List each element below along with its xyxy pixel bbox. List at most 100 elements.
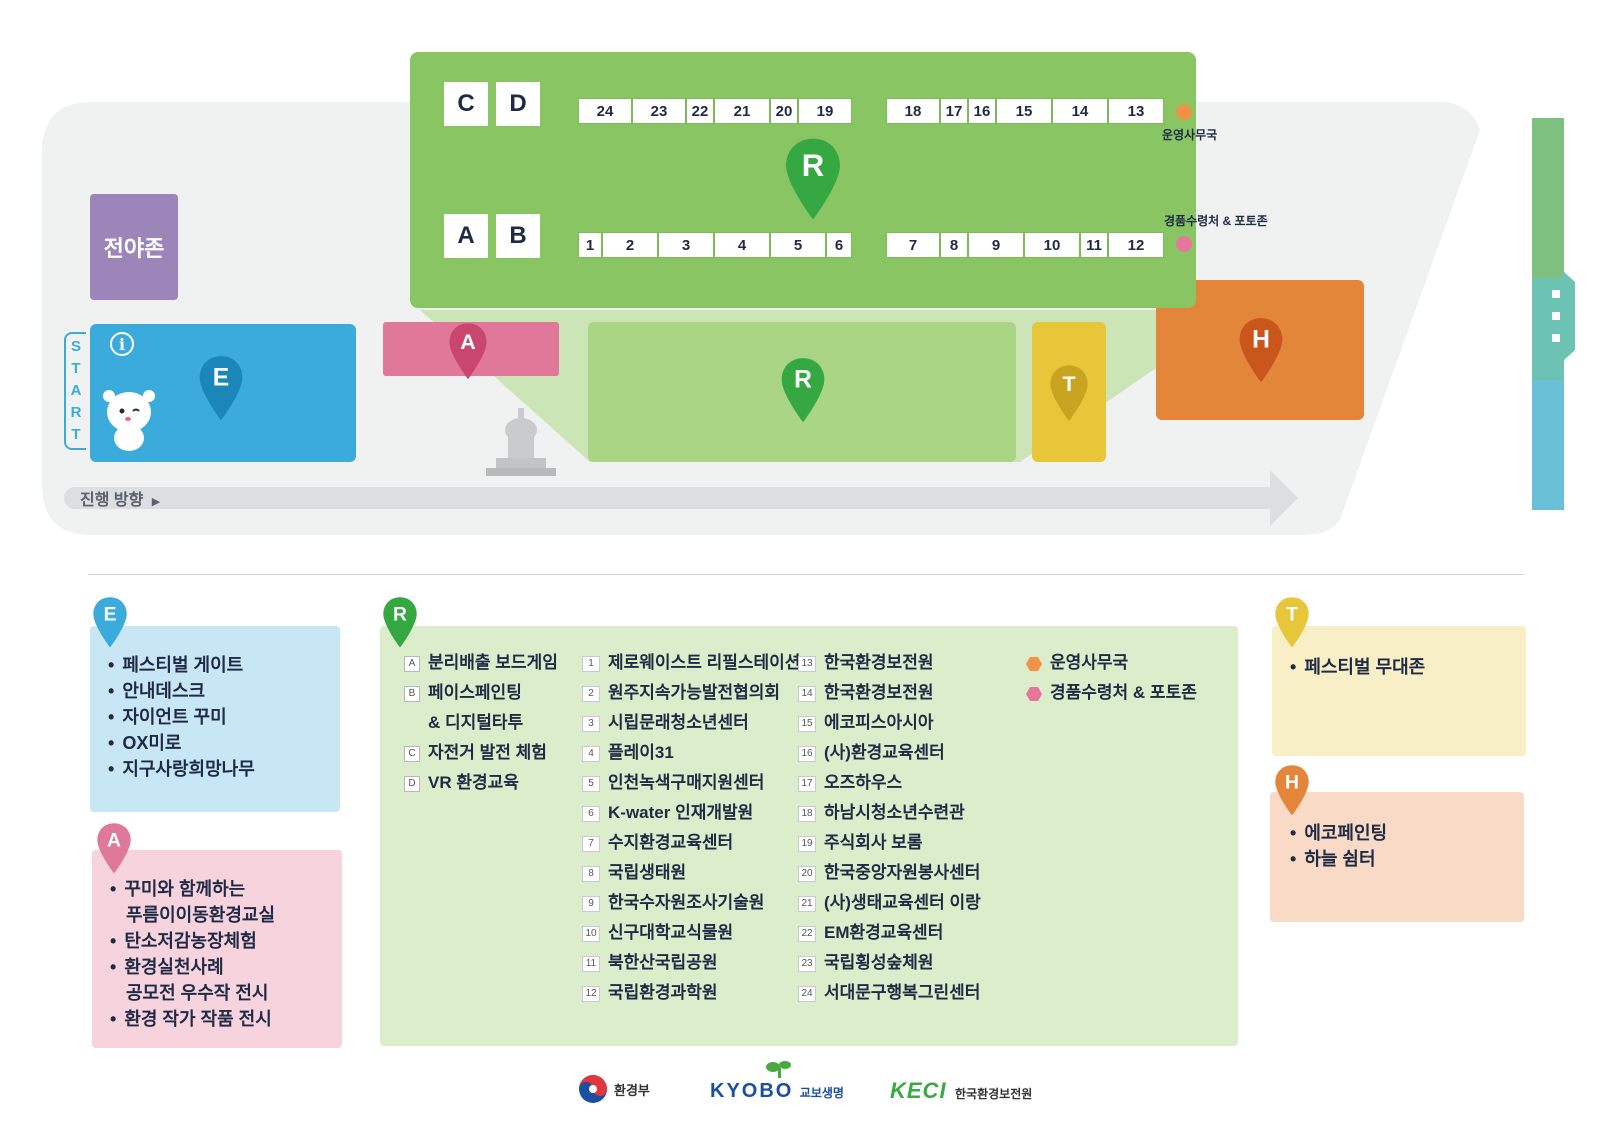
- booth-10[interactable]: 10: [1024, 232, 1080, 258]
- booth-5[interactable]: 5: [770, 232, 826, 258]
- legend-a-item-cont: 공모전 우수작 전시: [126, 983, 269, 1003]
- booth-16[interactable]: 16: [968, 98, 996, 124]
- logo-moe: 환경부: [578, 1074, 650, 1104]
- statue-icon: [486, 408, 556, 476]
- legend-pin-a-letter: A: [107, 830, 121, 851]
- number-badge: 7: [582, 835, 600, 852]
- legend-a-item: 탄소저감농장체험: [110, 928, 275, 954]
- booth-1[interactable]: 1: [578, 232, 602, 258]
- booth-11[interactable]: 11: [1080, 232, 1108, 258]
- pin-r-panel-letter: R: [802, 148, 824, 183]
- booth-4[interactable]: 4: [714, 232, 770, 258]
- legend-h-item: 하늘 쉼터: [1290, 846, 1387, 872]
- number-badge: 21: [798, 895, 816, 912]
- legend-r-num-text: 오즈하우스: [824, 773, 903, 792]
- number-badge: 15: [798, 715, 816, 732]
- legend-r-num-text: 국립횡성숲체원: [824, 953, 934, 972]
- booth-14[interactable]: 14: [1052, 98, 1108, 124]
- start-letter: A: [70, 382, 82, 399]
- pin-a[interactable]: A: [448, 322, 488, 382]
- booth-3[interactable]: 3: [658, 232, 714, 258]
- legend-h-list: 에코페인팅 하늘 쉼터: [1290, 820, 1387, 872]
- booth-2[interactable]: 2: [602, 232, 658, 258]
- number-badge: 8: [582, 865, 600, 882]
- legend-prize-item: 경품수령처 & 포토존: [1026, 678, 1197, 708]
- legend-r-num-text: 한국중앙자원봉사센터: [824, 863, 981, 882]
- number-badge: 9: [582, 895, 600, 912]
- booth-17[interactable]: 17: [940, 98, 968, 124]
- booth-18[interactable]: 18: [886, 98, 940, 124]
- number-badge: 4: [582, 745, 600, 762]
- legend-office-text: 운영사무국: [1050, 653, 1129, 672]
- booth-22[interactable]: 22: [686, 98, 714, 124]
- booth-c[interactable]: C: [444, 82, 488, 126]
- number-badge: 23: [798, 955, 816, 972]
- booth-19[interactable]: 19: [798, 98, 852, 124]
- pin-r-panel[interactable]: R: [784, 136, 842, 224]
- right-arrow-icon: ▶: [151, 496, 161, 508]
- legend-r-num-item: 23 국립횡성숲체원: [798, 948, 981, 978]
- number-badge: 1: [582, 655, 600, 672]
- legend-a-item-cont: 푸름이이동환경교실: [126, 905, 276, 925]
- booth-23[interactable]: 23: [632, 98, 686, 124]
- number-badge: 12: [582, 985, 600, 1002]
- booth-7[interactable]: 7: [886, 232, 940, 258]
- sprout-icon: [766, 1061, 791, 1078]
- legend-pin-h-letter: H: [1285, 772, 1299, 793]
- legend-r-lettered-item: C 자전거 발전 체험: [404, 738, 558, 768]
- legend-r-num-text: EM환경교육센터: [824, 923, 944, 942]
- legend-pin-a: A: [96, 822, 132, 876]
- legend-r-num-text: 서대문구행복그린센터: [824, 983, 981, 1002]
- logo-kyobo-sub: 교보생명: [799, 1086, 844, 1100]
- logo-keci-sub: 한국환경보전원: [955, 1087, 1033, 1101]
- booth-9[interactable]: 9: [968, 232, 1024, 258]
- booth-12[interactable]: 12: [1108, 232, 1164, 258]
- footer-logos: 환경부 KYOBO 교보생명 KECI 한국환경보전원: [0, 1060, 1600, 1120]
- pin-h[interactable]: H: [1238, 316, 1284, 386]
- number-badge: 24: [798, 985, 816, 1002]
- legend-pin-r-letter: R: [393, 604, 407, 625]
- booth-15[interactable]: 15: [996, 98, 1052, 124]
- booth-13[interactable]: 13: [1108, 98, 1164, 124]
- legend-r-num-text: 신구대학교식물원: [608, 923, 734, 942]
- pin-a-letter: A: [460, 330, 475, 354]
- legend-t-list: 페스티벌 무대존: [1290, 654, 1425, 680]
- pin-e[interactable]: E: [198, 354, 244, 424]
- booth-8[interactable]: 8: [940, 232, 968, 258]
- legend-r-lettered-text: 자전거 발전 체험: [428, 743, 547, 762]
- legend-a-list: 꾸미와 함께하는 푸름이이동환경교실 탄소저감농장체험 환경실천사례 공모전 우…: [110, 876, 275, 1032]
- legend-prize-text: 경품수령처 & 포토존: [1050, 683, 1197, 702]
- booth-21[interactable]: 21: [714, 98, 770, 124]
- booth-6[interactable]: 6: [826, 232, 852, 258]
- legend-office-item: 운영사무국: [1026, 648, 1197, 678]
- booth-20[interactable]: 20: [770, 98, 798, 124]
- start-letter: T: [71, 426, 81, 443]
- legend-r-lettered-text: & 디지털타투: [428, 713, 524, 732]
- legend-a-item: 환경 작가 작품 전시: [110, 1006, 275, 1032]
- booth-b[interactable]: B: [496, 214, 540, 258]
- booth-a[interactable]: A: [444, 214, 488, 258]
- pin-r-ground[interactable]: R: [780, 356, 826, 426]
- legend-t-card: [1272, 626, 1526, 756]
- logo-kyobo-main: KYOBO: [710, 1080, 794, 1102]
- start-marker: S T A R T: [64, 332, 86, 450]
- booth-d[interactable]: D: [496, 82, 540, 126]
- legend-pin-r: R: [382, 596, 418, 650]
- number-badge: 17: [798, 775, 816, 792]
- start-letter: R: [70, 404, 82, 421]
- booth-24[interactable]: 24: [578, 98, 632, 124]
- key-badge: C: [404, 745, 420, 762]
- number-badge: 20: [798, 865, 816, 882]
- pin-t[interactable]: T: [1049, 364, 1089, 424]
